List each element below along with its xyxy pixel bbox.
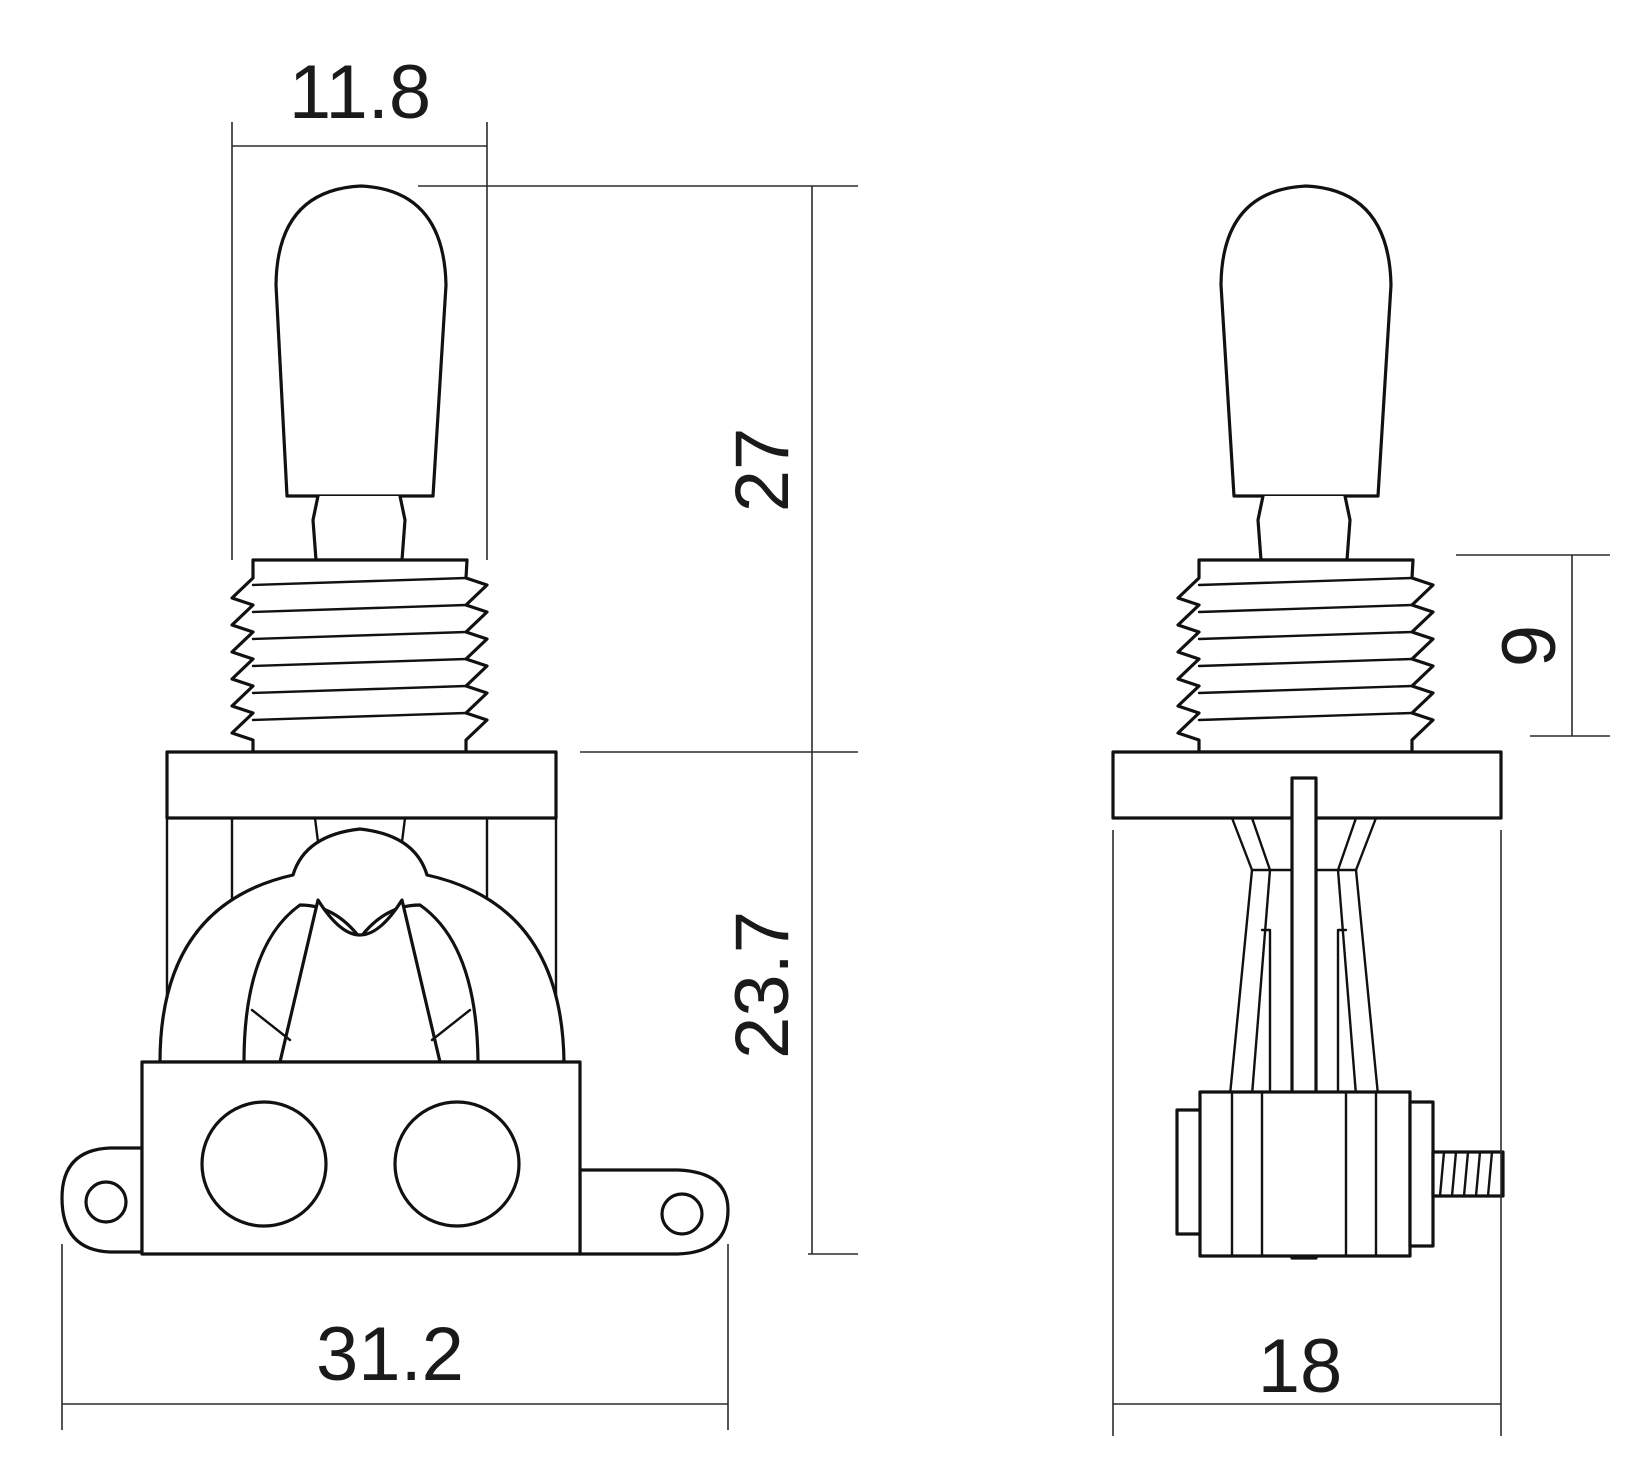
front-right-tab-hole: [660, 1192, 704, 1236]
front-right-tab: [578, 1168, 730, 1256]
dim-label-thread-height: 9: [1487, 625, 1572, 667]
front-lever: [278, 898, 442, 1064]
side-shaft: [1256, 494, 1352, 562]
dim-label-tip-width: 11.8: [289, 50, 431, 135]
dim-label-top-height: 27: [720, 428, 805, 513]
front-tip: [274, 184, 448, 498]
side-view: [1111, 184, 1505, 1260]
side-tip: [1219, 184, 1393, 498]
side-terminal-layers: [1230, 1090, 1378, 1258]
front-left-tab-hole: [84, 1180, 128, 1224]
side-screw-threads: [1438, 1150, 1494, 1198]
front-frame-legs: [165, 816, 558, 1002]
front-shaft: [311, 494, 407, 562]
dim-label-body-height: 23.7: [720, 911, 805, 1059]
front-plate: [165, 750, 558, 820]
side-thread-lines: [1197, 576, 1414, 722]
dim-label-base-width: 31.2: [316, 1312, 464, 1397]
side-bushing: [1176, 558, 1435, 754]
front-view: [60, 184, 730, 1256]
front-terminal-left: [200, 1100, 328, 1228]
side-contacts: [1228, 816, 1380, 1097]
front-lever-springs: [250, 1008, 472, 1042]
front-thread-lines: [251, 576, 468, 722]
front-bushing: [230, 558, 489, 754]
dim-label-side-width: 18: [1258, 1324, 1343, 1409]
side-nut: [1408, 1100, 1435, 1248]
front-terminal-right: [393, 1100, 521, 1228]
dimension-lines: [61, 122, 1610, 1436]
